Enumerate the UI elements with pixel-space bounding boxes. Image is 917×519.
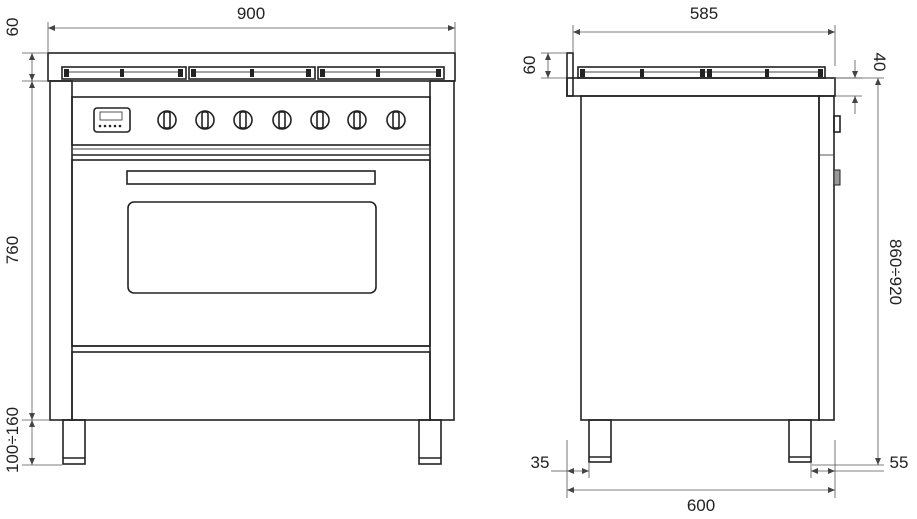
side-depth-label: 585 [690, 4, 718, 23]
side-back-panel [566, 52, 574, 97]
front-dimensions: 900 60 760 100÷160 [3, 4, 456, 473]
side-leg-offset-left-label: 35 [531, 453, 550, 472]
front-left-leg [62, 419, 86, 465]
front-body-height-label: 760 [3, 236, 22, 264]
side-total-height-label: 860÷920 [886, 239, 905, 305]
control-panel [71, 96, 431, 146]
front-right-leg [418, 419, 442, 465]
side-grates [577, 66, 826, 79]
side-dimensions: 585 60 40 860÷920 35 55 600 [520, 4, 908, 515]
side-leg-offset-right-label: 55 [890, 453, 909, 472]
side-body [580, 95, 820, 421]
front-width-label: 900 [237, 4, 265, 23]
storage-drawer [71, 351, 431, 421]
side-view [566, 52, 841, 463]
front-right-post [429, 80, 455, 421]
side-top-height-label: 60 [520, 56, 539, 75]
side-rear-leg [588, 419, 612, 463]
side-top-panel [566, 77, 836, 97]
side-overhang-label: 40 [870, 53, 889, 72]
front-leg-height-label: 100÷160 [3, 407, 22, 473]
side-overall-depth-label: 600 [687, 496, 715, 515]
side-handle-profile [833, 169, 841, 186]
front-top-height-label: 60 [3, 18, 22, 37]
control-knobs [157, 110, 406, 130]
oven-handle [126, 170, 376, 185]
oven-window [127, 201, 377, 294]
front-view [47, 52, 456, 465]
timer-display [93, 107, 131, 133]
front-top-panel [47, 52, 456, 82]
front-grates [61, 66, 445, 80]
side-front-leg [788, 419, 812, 463]
side-knob-profile [833, 115, 841, 133]
front-left-post [49, 80, 73, 421]
side-door-profile [818, 95, 835, 421]
